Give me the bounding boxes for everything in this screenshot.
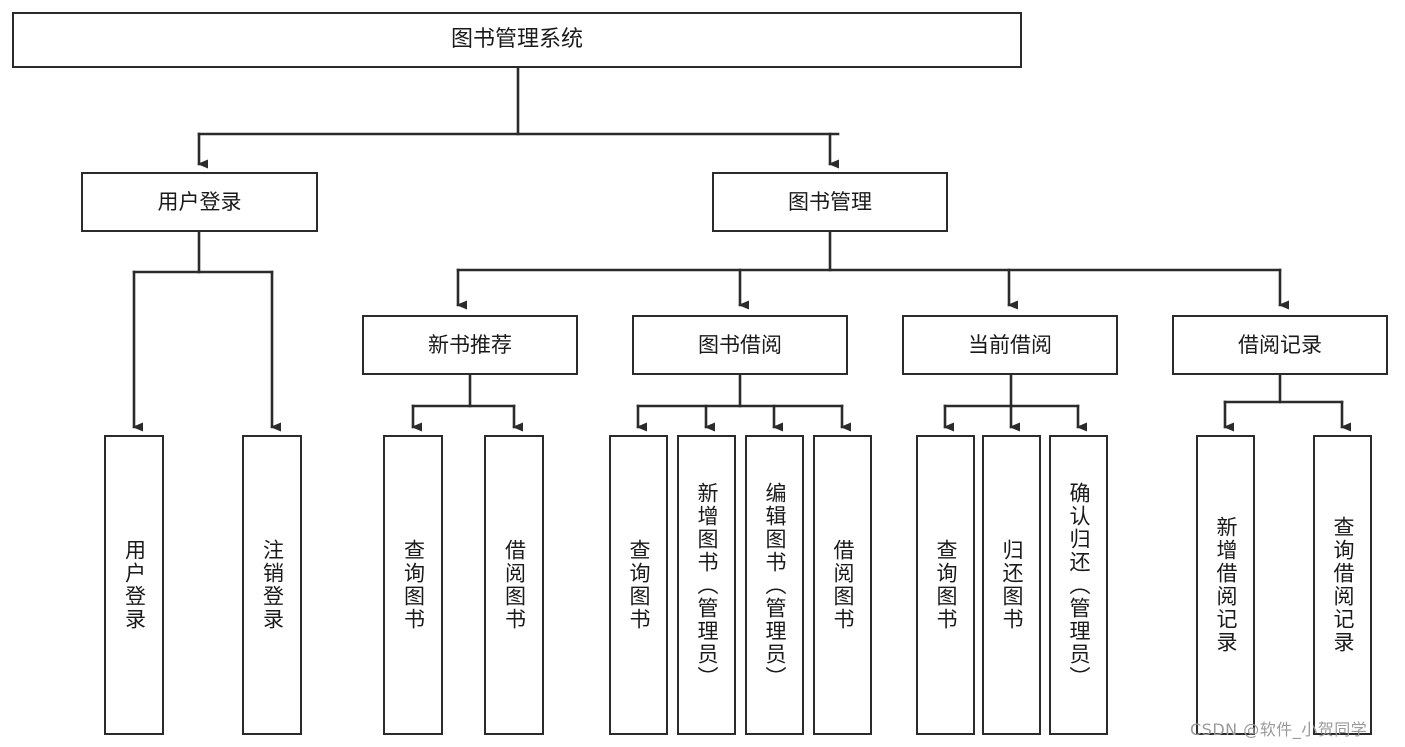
node-borrow-record[interactable]: 借阅记录 xyxy=(1172,315,1388,375)
node-leaf-logout-label: 注销登录 xyxy=(260,539,285,631)
node-current-borrow-label: 当前借阅 xyxy=(968,332,1052,357)
node-new-book-recommendation-label: 新书推荐 xyxy=(428,332,512,357)
node-leaf-query-book-b-label: 查询图书 xyxy=(627,539,651,631)
node-root[interactable]: 图书管理系统 xyxy=(12,12,1022,68)
node-leaf-add-book-label: 新增图书（管理员） xyxy=(695,481,719,689)
node-leaf-query-book-a[interactable]: 查询图书 xyxy=(383,435,443,735)
node-current-borrow[interactable]: 当前借阅 xyxy=(902,315,1118,375)
watermark-text: CSDN @软件_小贺同学 xyxy=(1190,720,1368,739)
node-user-login-label: 用户登录 xyxy=(157,189,242,214)
node-new-book-recommendation[interactable]: 新书推荐 xyxy=(362,315,578,375)
node-user-login[interactable]: 用户登录 xyxy=(81,172,318,232)
node-leaf-query-record-label: 查询借阅记录 xyxy=(1331,516,1355,654)
node-root-label: 图书管理系统 xyxy=(450,27,583,53)
node-leaf-query-book-c-label: 查询图书 xyxy=(934,539,958,631)
node-leaf-edit-book[interactable]: 编辑图书（管理员） xyxy=(745,435,804,735)
node-leaf-confirm-return-label: 确认归还（管理员） xyxy=(1067,481,1091,689)
node-leaf-query-record[interactable]: 查询借阅记录 xyxy=(1313,435,1372,735)
node-book-manage[interactable]: 图书管理 xyxy=(712,172,948,232)
node-leaf-return-book-label: 归还图书 xyxy=(1000,539,1024,631)
node-leaf-query-book-b[interactable]: 查询图书 xyxy=(609,435,668,735)
node-leaf-user-login-label: 用户登录 xyxy=(122,539,147,631)
node-book-manage-label: 图书管理 xyxy=(788,189,872,214)
node-leaf-borrow-book-b[interactable]: 借阅图书 xyxy=(813,435,872,735)
node-borrow-record-label: 借阅记录 xyxy=(1238,332,1322,357)
node-leaf-logout[interactable]: 注销登录 xyxy=(242,435,302,735)
node-leaf-user-login[interactable]: 用户登录 xyxy=(104,435,164,735)
node-leaf-query-book-c[interactable]: 查询图书 xyxy=(916,435,975,735)
node-leaf-edit-book-label: 编辑图书（管理员） xyxy=(763,481,787,689)
node-leaf-add-book[interactable]: 新增图书（管理员） xyxy=(677,435,736,735)
node-leaf-confirm-return[interactable]: 确认归还（管理员） xyxy=(1049,435,1108,735)
node-book-borrow-label: 图书借阅 xyxy=(698,332,782,357)
node-book-borrow[interactable]: 图书借阅 xyxy=(632,315,848,375)
node-leaf-borrow-book-a-label: 借阅图书 xyxy=(502,539,527,631)
node-leaf-add-record[interactable]: 新增借阅记录 xyxy=(1196,435,1255,735)
node-leaf-return-book[interactable]: 归还图书 xyxy=(982,435,1041,735)
node-leaf-query-book-a-label: 查询图书 xyxy=(401,539,426,631)
node-leaf-borrow-book-b-label: 借阅图书 xyxy=(831,539,855,631)
node-leaf-borrow-book-a[interactable]: 借阅图书 xyxy=(484,435,544,735)
node-leaf-add-record-label: 新增借阅记录 xyxy=(1214,516,1238,654)
